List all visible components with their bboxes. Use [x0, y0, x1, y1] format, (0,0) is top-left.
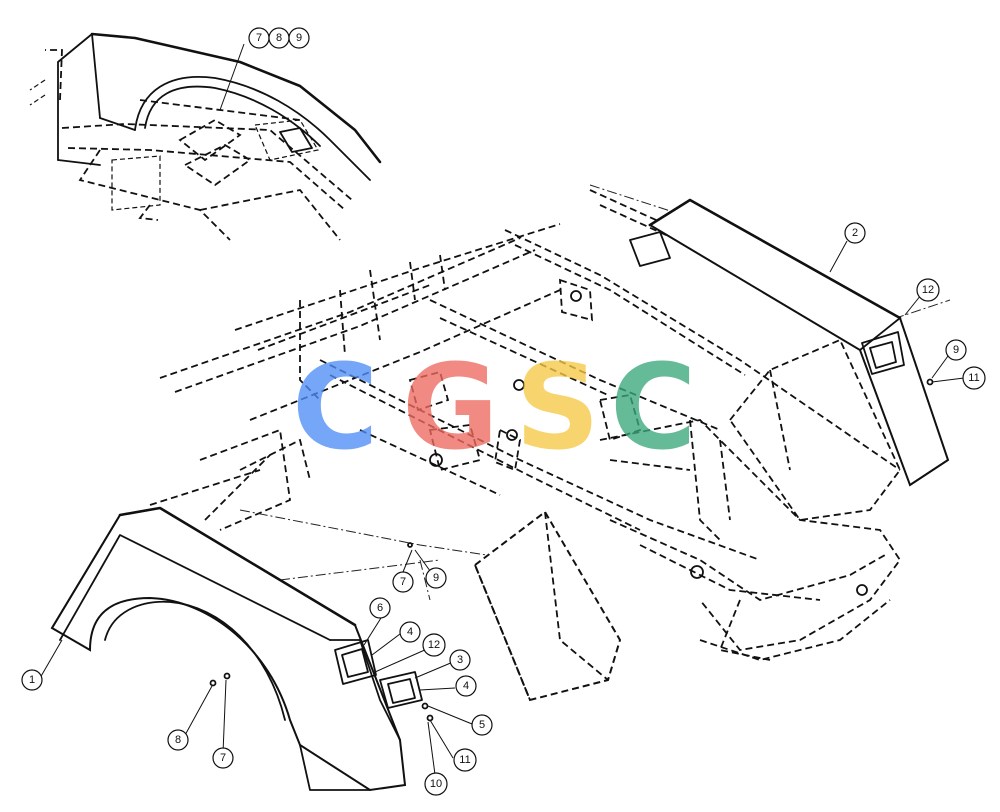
- callout-12-left: 12: [422, 633, 446, 657]
- watermark-letter-c1: C: [292, 338, 379, 476]
- callout-7-left: 7: [212, 747, 234, 769]
- callout-label: 9: [953, 344, 959, 356]
- center-inner-panel: [473, 510, 622, 702]
- callout-label: 7: [400, 576, 406, 588]
- callout-label: 5: [479, 719, 485, 731]
- watermark-cgsc: C G S C: [292, 338, 697, 476]
- callout-4b: 4: [455, 675, 477, 697]
- watermark-letter-g: G: [402, 338, 499, 476]
- leader-lines: [39, 43, 965, 783]
- inset-detail-view: [29, 32, 382, 241]
- right-fender-assembly: [629, 198, 950, 521]
- watermark-letter-c2: C: [610, 338, 697, 476]
- callout-label: 9: [296, 32, 302, 44]
- callouts: 1 2 3 4 4 5 6 7 7 7 8 8 9 9 9 10 11 11 1…: [21, 27, 986, 796]
- callout-9-right: 9: [945, 339, 967, 361]
- callout-label: 12: [922, 284, 934, 296]
- watermark-letter-s: S: [515, 338, 600, 476]
- callout-label: 1: [29, 674, 35, 686]
- callout-label: 12: [428, 639, 440, 651]
- callout-label: 7: [220, 752, 226, 764]
- callout-1: 1: [21, 669, 43, 691]
- callout-6: 6: [369, 597, 391, 619]
- callout-2: 2: [844, 222, 866, 244]
- callout-label: 11: [968, 372, 979, 384]
- callout-5: 5: [471, 714, 493, 736]
- callout-label: 10: [430, 778, 442, 790]
- callout-label: 3: [457, 654, 463, 666]
- callout-12-right: 12: [916, 278, 940, 302]
- callout-8-inset: 8: [268, 27, 290, 49]
- callout-label: 8: [276, 32, 282, 44]
- callout-label: 7: [256, 32, 262, 44]
- callout-label: 8: [175, 734, 181, 746]
- chassis-frame: [149, 184, 951, 661]
- callout-label: 4: [407, 626, 413, 638]
- callout-9-center: 9: [425, 567, 447, 589]
- callout-10: 10: [424, 772, 448, 796]
- callout-11-left: 11: [453, 748, 477, 772]
- callout-label: 2: [852, 227, 858, 239]
- callout-7-inset: 7: [248, 27, 270, 49]
- callout-label: 4: [463, 680, 469, 692]
- callout-label: 6: [377, 602, 383, 614]
- callout-label: 11: [459, 754, 470, 766]
- callout-label: 9: [433, 572, 439, 584]
- callout-4a: 4: [399, 621, 421, 643]
- callout-8-left: 8: [167, 729, 189, 751]
- callout-11-right: 11: [962, 366, 986, 390]
- callout-9-inset: 9: [288, 27, 310, 49]
- callout-3: 3: [449, 649, 471, 671]
- left-fender-assembly: [50, 378, 934, 792]
- callout-7-center: 7: [392, 571, 414, 593]
